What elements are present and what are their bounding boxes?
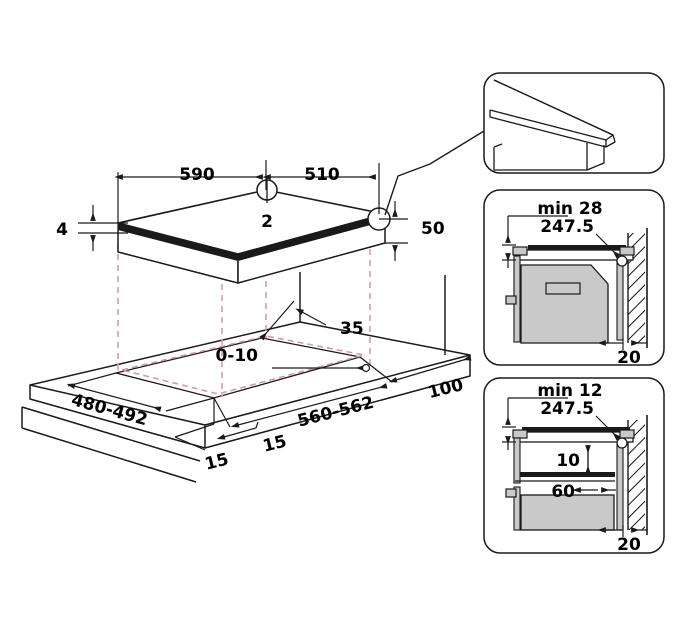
connector-marker-min-12 <box>616 437 628 449</box>
dimension-20-min-28 <box>597 338 647 350</box>
appliance-knob-min-28 <box>505 295 517 305</box>
cooktop-glass-min-28 <box>528 245 626 250</box>
dimension-label-60-min-12: 60 <box>551 482 575 502</box>
dimension-label-35: 35 <box>340 319 364 339</box>
dimension-label-20-min-12: 20 <box>617 535 641 555</box>
clamp-right-min-12 <box>619 429 635 439</box>
panel-min-12: 247.5 min 12 10 60 <box>483 377 665 555</box>
dimension-247-5-min-12 <box>595 415 621 441</box>
dimension-50 <box>379 201 408 261</box>
clamp-right-min-28 <box>619 246 635 256</box>
panel-border-edge-detail <box>483 72 665 174</box>
dimension-label-15-right: 15 <box>261 432 289 457</box>
leader-line-to-edge-detail <box>384 130 485 216</box>
cabinet-rail-left-lower-min-12 <box>513 486 521 531</box>
panel-min-28: 247.5 min 28 20 <box>483 189 665 368</box>
dimension-label-20-min-28: 20 <box>617 348 641 368</box>
dimension-0-10 <box>272 363 371 373</box>
appliance-body-min-12 <box>520 494 615 531</box>
clamp-left-min-28 <box>512 246 528 256</box>
dimension-label-100: 100 <box>426 375 465 403</box>
appliance-handle-min-28 <box>545 282 581 295</box>
edge-detail-geometry <box>489 79 616 171</box>
dimension-480-492 <box>66 372 215 412</box>
dimension-min-28-bracket <box>502 215 568 268</box>
dimension-510 <box>262 163 380 214</box>
shelf-divider-min-12 <box>520 472 615 477</box>
dimension-label-2: 2 <box>261 212 273 232</box>
dimension-15-right <box>213 398 259 440</box>
wall-hatching-min-28 <box>627 228 648 348</box>
dimension-label-10-min-12: 10 <box>556 451 580 471</box>
dimension-label-15-left: 15 <box>203 450 231 475</box>
cabinet-rail-right-min-28 <box>616 261 624 341</box>
dimension-20-min-12 <box>597 525 647 537</box>
clamp-left-min-12 <box>512 429 528 439</box>
rear-wall-lines <box>299 272 446 355</box>
dimension-4 <box>78 205 128 251</box>
cabinet-rail-right-min-12 <box>616 443 624 531</box>
dimension-100 <box>388 355 472 383</box>
dimension-label-0-10: 0-10 <box>215 346 258 366</box>
dimension-label-247-5-min-12: 247.5 <box>540 399 594 419</box>
dimension-label-590: 590 <box>179 165 215 185</box>
dimension-label-247-5-min-28: 247.5 <box>540 217 594 237</box>
dimension-label-4: 4 <box>56 220 68 240</box>
worktop-slab-min-12 <box>514 431 634 443</box>
cooktop-body <box>117 189 386 284</box>
dimension-min-12-bracket <box>502 397 568 450</box>
dimension-35 <box>259 300 327 341</box>
panel-title-min-28: min 28 <box>537 199 602 219</box>
appliance-body-min-28 <box>520 264 609 344</box>
cooktop-glass-min-12 <box>522 427 630 432</box>
panel-worktop-edge-detail <box>483 72 665 174</box>
panel-title-min-12: min 12 <box>537 381 602 401</box>
dimension-15-left <box>174 423 215 451</box>
connector-marker-min-28 <box>616 255 628 267</box>
cabinet-rail-left-upper-min-12 <box>513 437 521 484</box>
dimension-label-50: 50 <box>421 219 445 239</box>
appliance-knob-min-12 <box>505 488 517 498</box>
cutout-hidden-outline <box>121 335 365 395</box>
dimension-560-562 <box>213 356 393 428</box>
worktop-slab-min-28 <box>514 249 634 261</box>
dimension-247-5-min-28 <box>595 233 621 259</box>
main-isometric-view: 590 510 4 50 <box>21 130 485 483</box>
dimension-label-510: 510 <box>304 165 340 185</box>
